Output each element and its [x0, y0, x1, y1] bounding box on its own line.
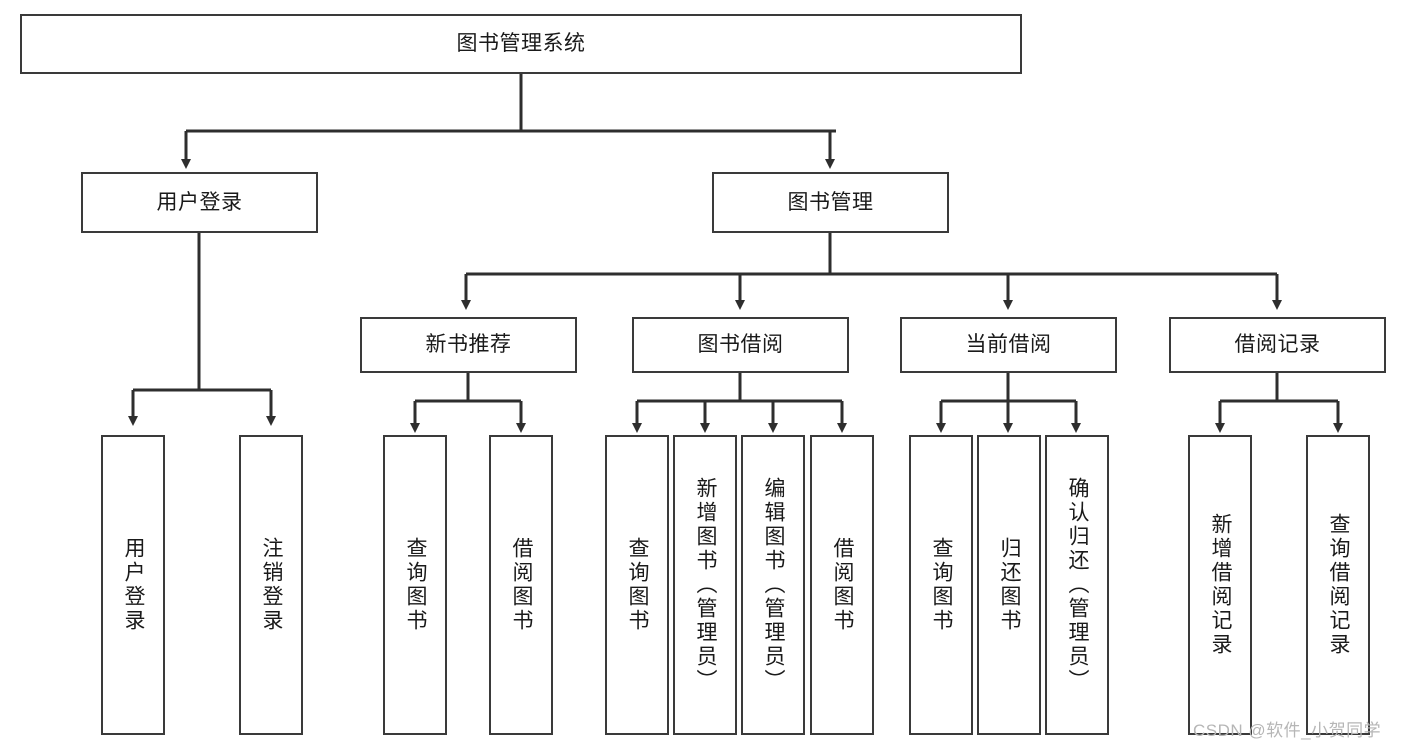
- node-label: 图书借阅: [697, 333, 784, 357]
- node-label: 注销登录: [260, 537, 284, 633]
- node-label: 借阅图书: [831, 537, 855, 633]
- leaf-borrow-book[interactable]: 借阅图书: [810, 435, 874, 735]
- node-label: 图书管理: [787, 190, 874, 214]
- node-label: 归还图书: [998, 537, 1022, 633]
- node-label: 新增图书（管理员）: [694, 477, 718, 693]
- node-current-borrow[interactable]: 当前借阅: [900, 317, 1117, 373]
- node-label: 确认归还（管理员）: [1066, 477, 1090, 693]
- node-label: 借阅图书: [510, 537, 534, 633]
- node-label: 编辑图书（管理员）: [762, 477, 786, 693]
- leaf-confirm-return-admin[interactable]: 确认归还（管理员）: [1045, 435, 1109, 735]
- node-label: 新书推荐: [425, 333, 512, 357]
- node-label: 查询图书: [930, 537, 954, 633]
- node-label: 图书管理系统: [456, 32, 586, 56]
- leaf-query-book-borrow[interactable]: 查询图书: [605, 435, 669, 735]
- node-label: 查询借阅记录: [1327, 513, 1351, 657]
- node-book-borrow[interactable]: 图书借阅: [632, 317, 849, 373]
- node-borrow-record[interactable]: 借阅记录: [1169, 317, 1386, 373]
- leaf-return-book[interactable]: 归还图书: [977, 435, 1041, 735]
- node-label: 借阅记录: [1234, 333, 1321, 357]
- node-label: 用户登录: [156, 190, 243, 214]
- leaf-query-book-recommend[interactable]: 查询图书: [383, 435, 447, 735]
- leaf-logout-login[interactable]: 注销登录: [239, 435, 303, 735]
- node-label: 查询图书: [404, 537, 428, 633]
- leaf-query-borrow-record[interactable]: 查询借阅记录: [1306, 435, 1370, 735]
- leaf-user-login[interactable]: 用户登录: [101, 435, 165, 735]
- leaf-query-book-current[interactable]: 查询图书: [909, 435, 973, 735]
- leaf-borrow-book-recommend[interactable]: 借阅图书: [489, 435, 553, 735]
- leaf-edit-book-admin[interactable]: 编辑图书（管理员）: [741, 435, 805, 735]
- node-book-management[interactable]: 图书管理: [712, 172, 949, 233]
- node-root-system[interactable]: 图书管理系统: [20, 14, 1022, 74]
- node-label: 查询图书: [626, 537, 650, 633]
- node-new-book-recommend[interactable]: 新书推荐: [360, 317, 577, 373]
- node-label: 当前借阅: [965, 333, 1052, 357]
- node-label: 用户登录: [122, 537, 146, 633]
- node-label: 新增借阅记录: [1209, 513, 1233, 657]
- leaf-add-book-admin[interactable]: 新增图书（管理员）: [673, 435, 737, 735]
- node-user-login[interactable]: 用户登录: [81, 172, 318, 233]
- leaf-add-borrow-record[interactable]: 新增借阅记录: [1188, 435, 1252, 735]
